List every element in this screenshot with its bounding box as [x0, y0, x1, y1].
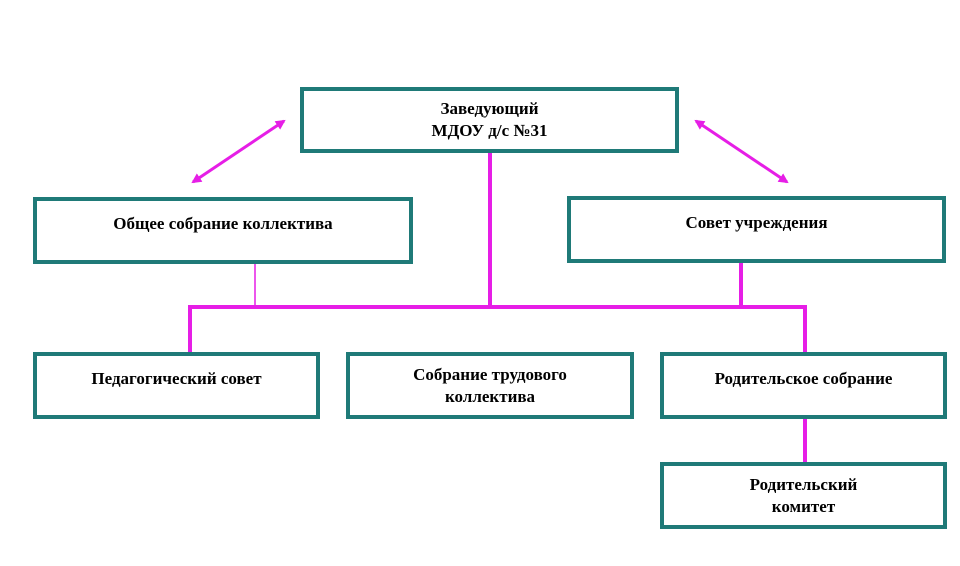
- node-head: Заведующий МДОУ д/с №31: [300, 87, 679, 153]
- node-labor-meeting: Собрание трудового коллектива: [346, 352, 634, 419]
- node-pedagogical-council-label: Педагогический совет: [91, 369, 262, 388]
- node-general-meeting: Общее собрание коллектива: [33, 197, 413, 264]
- node-pedagogical-council: Педагогический совет: [33, 352, 320, 419]
- node-parent-committee-line-2: комитет: [771, 496, 836, 516]
- node-parent-meeting: Родительское собрание: [660, 352, 947, 419]
- node-head-line-2: МДОУ д/с №31: [431, 121, 548, 140]
- node-parent-meeting-label: Родительское собрание: [714, 369, 893, 388]
- node-labor-meeting-line-2: коллектива: [444, 386, 536, 406]
- arrow-head-to-general-meeting: [191, 119, 286, 184]
- node-institution-council-label: Совет учреждения: [685, 213, 828, 232]
- node-institution-council: Совет учреждения: [567, 196, 946, 263]
- arrow-head-to-institution-council: [694, 119, 789, 184]
- node-parent-committee-line-1: Родительский: [749, 474, 858, 494]
- node-labor-meeting-line-1: Собрание трудового: [413, 364, 567, 384]
- node-general-meeting-label: Общее собрание коллектива: [113, 214, 333, 233]
- node-parent-committee: Родительский комитет: [660, 462, 947, 529]
- node-head-line-1: Заведующий: [440, 99, 539, 118]
